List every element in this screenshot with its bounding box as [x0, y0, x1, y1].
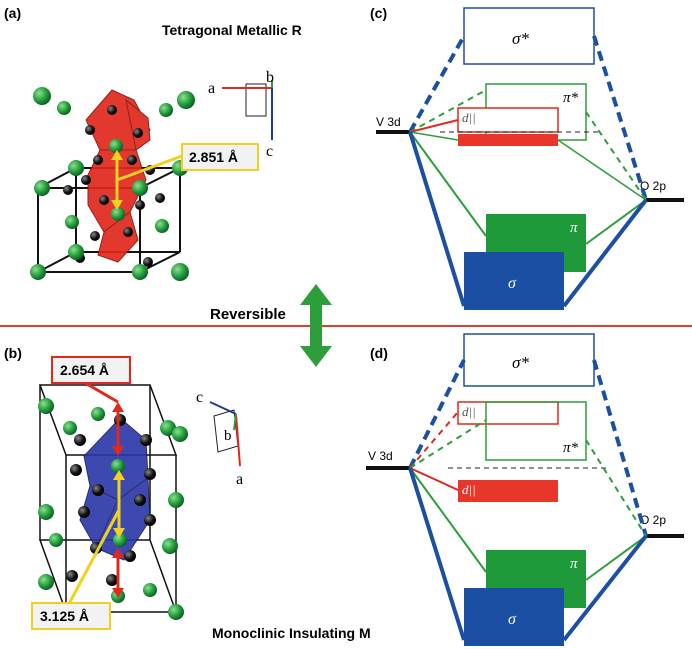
reversible-label: Reversible — [210, 306, 286, 323]
panel-a-axes: a b c — [208, 69, 274, 160]
panel-b-axis-c: c — [196, 389, 203, 406]
d-par-label-c: d|| — [462, 110, 476, 125]
panel-a-crystal: 2.851 Å a b c — [30, 69, 274, 281]
panel-d-mo-diagram: σ* d|| π* d|| π σ V 3d O 2p — [366, 333, 684, 646]
pi-star-box-d — [485, 401, 587, 461]
sigma-band-d — [464, 588, 564, 646]
panel-b-distance-bottom: 3.125 Å — [40, 608, 89, 624]
sigma-band-c — [464, 252, 564, 310]
panel-a-axis-b: b — [266, 69, 274, 86]
panel-c-mo-diagram: σ* π* d|| π σ V 3d O 2p — [376, 7, 684, 310]
double-arrow-icon — [300, 284, 332, 367]
panel-b-title: Monoclinic Insulating M — [212, 625, 371, 641]
pi-star-label-c: π* — [563, 90, 579, 106]
panel-b-tag: (b) — [4, 345, 22, 361]
v3d-label-c: V 3d — [376, 115, 401, 129]
reversible-bg — [206, 304, 300, 324]
panel-b-distance-bottom-box — [31, 602, 111, 630]
o2p-label-d: O 2p — [640, 513, 666, 527]
pi-label-c: π — [570, 220, 578, 236]
panel-a-title: Tetragonal Metallic R — [162, 22, 302, 38]
panel-a-tag: (a) — [4, 5, 21, 21]
sigma-star-label-c: σ* — [512, 29, 529, 48]
panel-b-axis-b: b — [224, 428, 232, 444]
panel-c-tag: (c) — [370, 5, 387, 21]
sigma-star-label-d: σ* — [512, 353, 529, 372]
pi-star-label-d: π* — [563, 440, 579, 456]
panel-b-distance-top: 2.654 Å — [60, 362, 109, 378]
d-par-bottom-label-d: d|| — [462, 482, 476, 497]
v3d-label-d: V 3d — [368, 449, 393, 463]
sigma-star-box-c — [463, 7, 595, 65]
panel-a-axis-c: c — [266, 143, 273, 160]
panel-d-tag: (d) — [370, 345, 388, 361]
panel-b-crystal: 2.654 Å 3.125 Å c b a — [31, 356, 243, 630]
sigma-label-d: σ — [508, 611, 517, 628]
panel-b-axes: c b a — [196, 389, 243, 488]
panel-b-distance-top-box — [51, 356, 131, 384]
panel-a-distance-box — [181, 143, 259, 171]
pi-label-d: π — [570, 556, 578, 572]
d-par-top-label-d: d|| — [462, 404, 476, 419]
panel-a-axis-a: a — [208, 80, 215, 97]
sigma-label-c: σ — [508, 275, 517, 292]
d-par-filled-d — [458, 480, 558, 502]
panel-a-distance: 2.851 Å — [189, 149, 238, 165]
sigma-star-box-d — [463, 333, 595, 387]
panel-b-axis-a: a — [236, 471, 243, 488]
o2p-label-c: O 2p — [640, 179, 666, 193]
d-par-filled-c — [458, 134, 558, 146]
